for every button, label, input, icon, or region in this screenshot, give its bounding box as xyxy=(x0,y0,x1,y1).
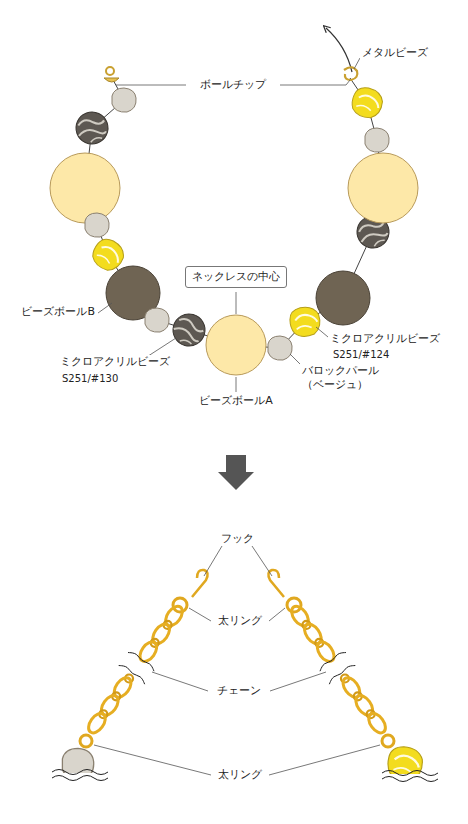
bead-group xyxy=(169,310,208,349)
ball-tip xyxy=(106,67,114,75)
leader-lines xyxy=(270,672,326,691)
bead-group xyxy=(268,336,292,360)
part-label: バロックパール （ベージュ） xyxy=(300,364,392,393)
leader-lines xyxy=(236,377,237,392)
cut-beads xyxy=(52,776,108,781)
direction-arrow xyxy=(326,28,352,72)
chain xyxy=(320,653,346,672)
callout-text: ネックレスの中心 xyxy=(192,270,280,284)
cut-beads xyxy=(382,777,438,782)
part-label: S251/#124 xyxy=(331,348,391,361)
clasp-parts xyxy=(80,735,92,747)
leader-lines xyxy=(189,608,211,621)
down-arrow xyxy=(218,455,254,490)
chain xyxy=(85,603,185,736)
cut-beads xyxy=(52,770,108,775)
chain xyxy=(365,710,388,735)
bead-group xyxy=(350,86,385,120)
part-label: メタルビーズ xyxy=(360,46,430,60)
chain xyxy=(288,603,388,736)
part-label: ミクロアクリルビーズ xyxy=(58,355,172,369)
bead-group xyxy=(71,107,112,148)
part-label: フック xyxy=(219,532,256,546)
part-label: ミクロアクリルビーズ xyxy=(328,332,442,346)
cut-beads xyxy=(50,773,110,793)
clasp-parts xyxy=(382,735,394,747)
callout-box: ネックレスの中心 xyxy=(185,266,287,288)
part-label: ビーズボールB xyxy=(19,305,97,319)
leader-lines xyxy=(280,80,350,85)
leader-lines xyxy=(290,354,300,364)
part-label: ボールチップ xyxy=(198,78,268,92)
leader-lines xyxy=(94,546,380,775)
bead-group xyxy=(145,308,169,332)
part-label: チェーン xyxy=(215,684,263,698)
leader-lines xyxy=(236,292,237,314)
ball-tip xyxy=(104,67,119,82)
leader-lines xyxy=(98,303,112,313)
cut-beads xyxy=(382,771,438,776)
clasp-parts xyxy=(173,598,187,612)
leader-lines xyxy=(204,546,222,576)
bead-group xyxy=(206,315,266,375)
part-label: S251/#130 xyxy=(60,372,120,385)
part-label: ビーズボールA xyxy=(197,394,275,408)
chain xyxy=(128,653,154,672)
bead-group xyxy=(348,153,418,223)
clasp-parts xyxy=(80,570,394,747)
cut-beads xyxy=(50,747,438,794)
leader-lines xyxy=(316,327,328,337)
chain xyxy=(314,639,337,664)
bead-group xyxy=(50,153,120,223)
bead-group xyxy=(112,88,136,112)
chain xyxy=(329,666,355,685)
ball-tip xyxy=(104,78,119,82)
leader-lines xyxy=(269,745,380,775)
clasp-parts xyxy=(287,598,301,612)
chain xyxy=(137,639,160,664)
bead-group xyxy=(316,271,370,325)
bead-group xyxy=(85,213,109,237)
part-label: 太リング xyxy=(216,768,264,782)
metal-bead xyxy=(344,67,357,80)
leader-lines xyxy=(252,546,272,576)
chain xyxy=(119,666,145,685)
leader-lines xyxy=(98,58,360,392)
leader-lines xyxy=(152,672,208,691)
thread xyxy=(85,78,383,348)
leader-lines xyxy=(116,85,186,86)
metal-bead xyxy=(344,67,357,80)
leader-lines xyxy=(94,745,211,775)
chain xyxy=(85,710,108,735)
part-label: 太リング xyxy=(216,614,264,628)
bead-group xyxy=(365,128,389,152)
leader-lines xyxy=(269,608,285,621)
